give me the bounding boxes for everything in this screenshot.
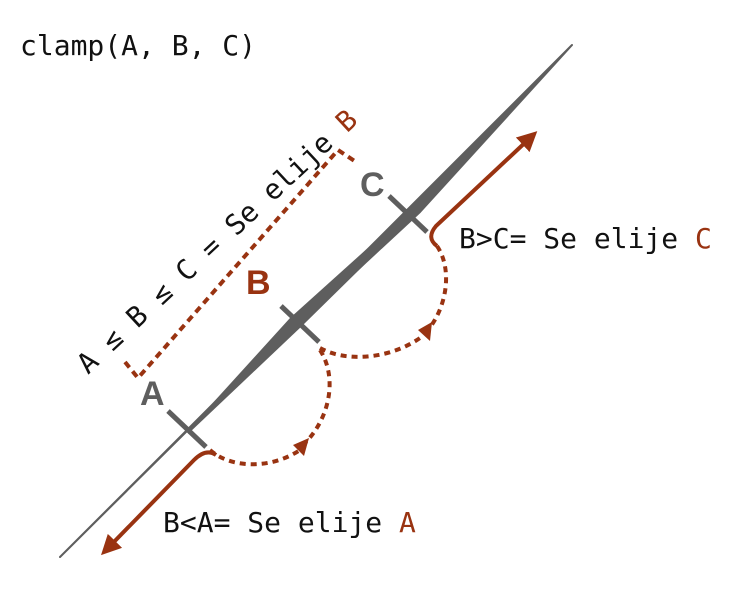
dotted-return-a-lower	[208, 448, 302, 467]
tick-a	[166, 409, 208, 449]
number-line-thick-section	[188, 210, 416, 434]
rule-below-result: A	[399, 506, 416, 539]
range-rule: A ≤ B ≤ C = Se elije B	[70, 103, 364, 380]
dotted-return-c	[426, 244, 449, 332]
arrow-above-c	[429, 131, 538, 248]
rule-above: B>C= Se elije C	[459, 222, 712, 255]
rule-below-prefix: B<A= Se elije	[163, 506, 399, 539]
dotted-return-a-upper	[300, 348, 332, 448]
rule-above-prefix: B>C= Se elije	[459, 222, 695, 255]
rule-above-result: C	[695, 222, 712, 255]
label-b: B	[246, 264, 271, 302]
dotted-return-b	[319, 336, 422, 359]
range-rule-prefix: A ≤ B ≤ C = Se elije	[70, 115, 351, 381]
tick-b	[279, 304, 321, 344]
label-c: C	[360, 166, 385, 204]
label-a: A	[140, 375, 165, 413]
dotted-return-a-upper-arrowhead	[293, 438, 309, 456]
rule-below: B<A= Se elije A	[163, 506, 416, 539]
title: clamp(A, B, C)	[20, 29, 256, 62]
dotted-return-c-arrowhead	[418, 322, 432, 341]
range-bracket	[123, 147, 358, 382]
tick-c	[387, 194, 429, 234]
